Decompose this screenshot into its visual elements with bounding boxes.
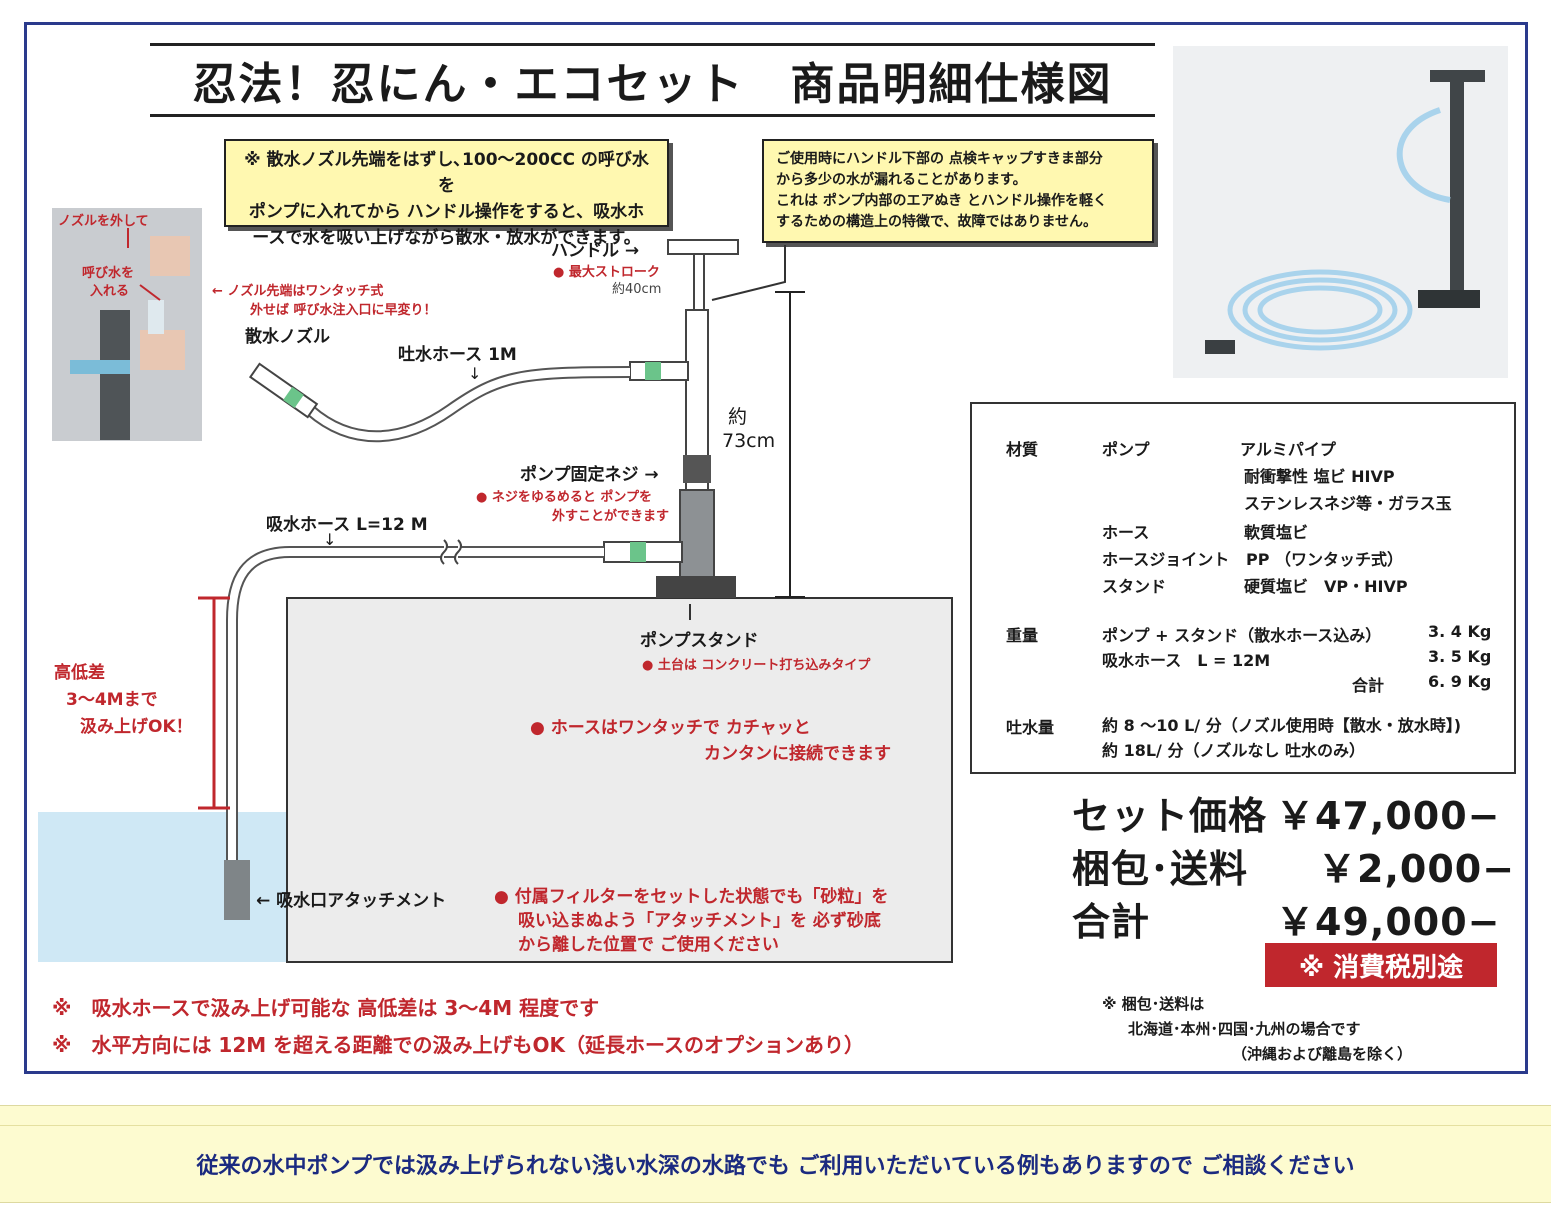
spec-stand-value: 硬質塩ビ VP・HIVP [1244,577,1408,596]
spec-weight-value: 3. 4 Kg [1428,622,1492,641]
stand-label: ポンプスタンド [640,631,759,651]
consultation-message: 従来の水中ポンプでは汲み上げられない浅い水深の水路でも ご利用いただいている例も… [0,1125,1551,1202]
spec-stand: スタンド [1102,577,1167,596]
spec-weight-label: 重量 [1006,626,1039,645]
spec-flow-value: 約 8 〜10 L/ 分（ノズル使用時【散水・放水時】) [1102,716,1462,735]
shipping-value: ￥2,000− [1318,847,1516,891]
spec-weight-item: 合計 [1352,676,1385,695]
priming-note-line: ポンプに入れてから ハンドル操作をすると、吸水ホ [248,202,645,222]
bottom-band [0,1105,1551,1203]
nozzle-off-label: ノズルを外して [58,214,149,229]
elevation-label: 高低差 [54,663,105,683]
leak-note: ご使用時にハンドル下部の 点検キャップすきま部分 から多少の水が漏れることがあり… [762,139,1154,243]
inlet-attachment [224,860,250,920]
shipping-note: ※ 梱包･送料は [1102,995,1205,1013]
spec-pump: ポンプ [1102,440,1150,459]
product-photo-pump [1450,80,1464,300]
filter-note-2: 吸い込まぬよう「アタッチメント」を 必ず砂底 [518,911,881,931]
screw-label: ポンプ固定ネジ → [520,465,659,485]
product-photo-handle [1430,70,1485,82]
nozzle-photo-hand [150,236,190,276]
water-area [38,812,288,962]
leak-note-line: するための構造上の特徴で、故障ではありません。 [776,214,1098,230]
spec-pump-value: 耐衝撃性 塩ビ HIVP [1244,467,1395,486]
nozzle-note-line: 外せば 呼び水注入口に早変り！ [250,303,437,318]
product-photo-coil [1227,269,1413,351]
onetouch-note-2: カンタンに接続できます [704,744,891,764]
spray-nozzle [248,362,319,419]
spec-weight-value: 6. 9 Kg [1428,672,1492,691]
pump-diagram [38,46,1508,963]
priming-note: ※ 散水ノズル先端をはずし､100〜200CC の呼び水を ポンプに入れてから … [224,139,669,248]
nozzle-label: 散水ノズル [245,327,330,347]
set-price-label: セット価格 [1072,794,1268,838]
footnote: ※ 水平方向には 12M を超える距離での汲み上げもOK（延長ホースのオプション… [52,1033,865,1057]
spec-hose: ホース [1102,523,1150,542]
product-photo-stand [1418,290,1480,308]
total-label: 合計 [1072,900,1151,944]
leak-note-line: これは ポンプ内部のエアぬき とハンドル操作を軽く [776,193,1108,209]
elevation-label-3: 汲み上げOK！ [80,717,193,737]
stroke-value: 約40cm [612,282,662,297]
nozzle-photo-pump [100,310,130,440]
onetouch-note: ● ホースはワンタッチで カチャッと [530,718,811,738]
prime-label-2: 入れる [90,284,130,299]
spec-joint-value: PP （ワンタッチ式） [1246,550,1404,569]
pump-screw [683,455,711,483]
spec-weight-item: 吸水ホース L = 12M [1102,651,1271,670]
screw-note-2: 外すことができます [552,509,670,524]
ground-block [286,597,953,963]
total-value: ￥49,000− [1276,900,1501,944]
nozzle-photo-hose [70,360,130,374]
nozzle-photo-hand2 [140,330,185,370]
spec-pump-value: ステンレスネジ等・ガラス玉 [1244,494,1452,513]
leak-note-line: から多少の水が漏れることがあります。 [776,172,1027,188]
stroke-label: ● 最大ストローク [553,265,660,280]
pump-stand [656,576,736,598]
spec-weight-item: ポンプ + スタンド（散水ホース込み） [1102,626,1382,645]
stand-note: ● 土台は コンクリート打ち込みタイプ [642,658,871,673]
spec-material-label: 材質 [1006,440,1039,459]
priming-note-line: ※ 散水ノズル先端をはずし､100〜200CC の呼び水を [244,150,649,196]
filter-note: ● 付属フィルターをセットした状態でも「砂粒」を [494,887,889,907]
spec-weight-value: 3. 5 Kg [1428,647,1492,666]
priming-note-line: ースで水を吸い上げながら散水・放水ができます。 [252,228,641,248]
spec-table: 材質 ポンプ アルミパイプ 耐衝撃性 塩ビ HIVP ステンレスネジ等・ガラス玉… [970,402,1516,774]
nozzle-note-line: ← ノズル先端はワンタッチ式 [212,284,384,299]
spec-joint: ホースジョイント [1102,550,1230,569]
pump-handle [667,239,739,255]
page-title: 忍法！忍にん・エコセット 商品明細仕様図 [150,43,1155,117]
spec-pump-value: アルミパイプ [1240,440,1336,459]
shipping-note: 北海道･本州･四国･九州の場合です [1128,1020,1361,1038]
inlet-hose-label: 吸水ホース L=12 M [266,515,428,535]
shipping-note: （沖縄および離島を除く） [1232,1045,1413,1063]
nozzle-photo-nozzle [148,300,164,334]
tax-badge: ※ 消費税別途 [1265,943,1497,987]
footnote: ※ 吸水ホースで汲み上げ可能な 高低差は 3〜4M 程度です [52,996,600,1020]
attachment-label: ← 吸水口アタッチメント [256,891,447,911]
height-value: 73cm [722,430,776,452]
spec-hose-value: 軟質塩ビ [1244,523,1309,542]
outlet-hose-arrow: ↓ [468,364,482,383]
spec-flow-label: 吐水量 [1006,718,1055,737]
height-label: 約 [728,406,748,428]
prime-label: 呼び水を [82,266,135,281]
filter-note-3: から離した位置で ご使用ください [518,935,779,955]
elevation-label-2: 3〜4Mまで [66,690,158,710]
shipping-label: 梱包･送料 [1072,847,1249,891]
spec-flow-value: 約 18L/ 分（ノズルなし 吐水のみ） [1102,741,1366,760]
inlet-hose-arrow: ↓ [323,530,337,549]
outlet-hose-label: 吐水ホース 1M [398,345,517,365]
handle-label: ハンドル → [551,241,640,261]
set-price-value: ￥47,000− [1276,794,1501,838]
screw-note: ● ネジをゆるめると ポンプを [476,490,653,505]
product-photo-attachment [1205,340,1235,354]
leak-note-line: ご使用時にハンドル下部の 点検キャップすきま部分 [776,151,1103,167]
pump-base-tube [679,489,715,581]
